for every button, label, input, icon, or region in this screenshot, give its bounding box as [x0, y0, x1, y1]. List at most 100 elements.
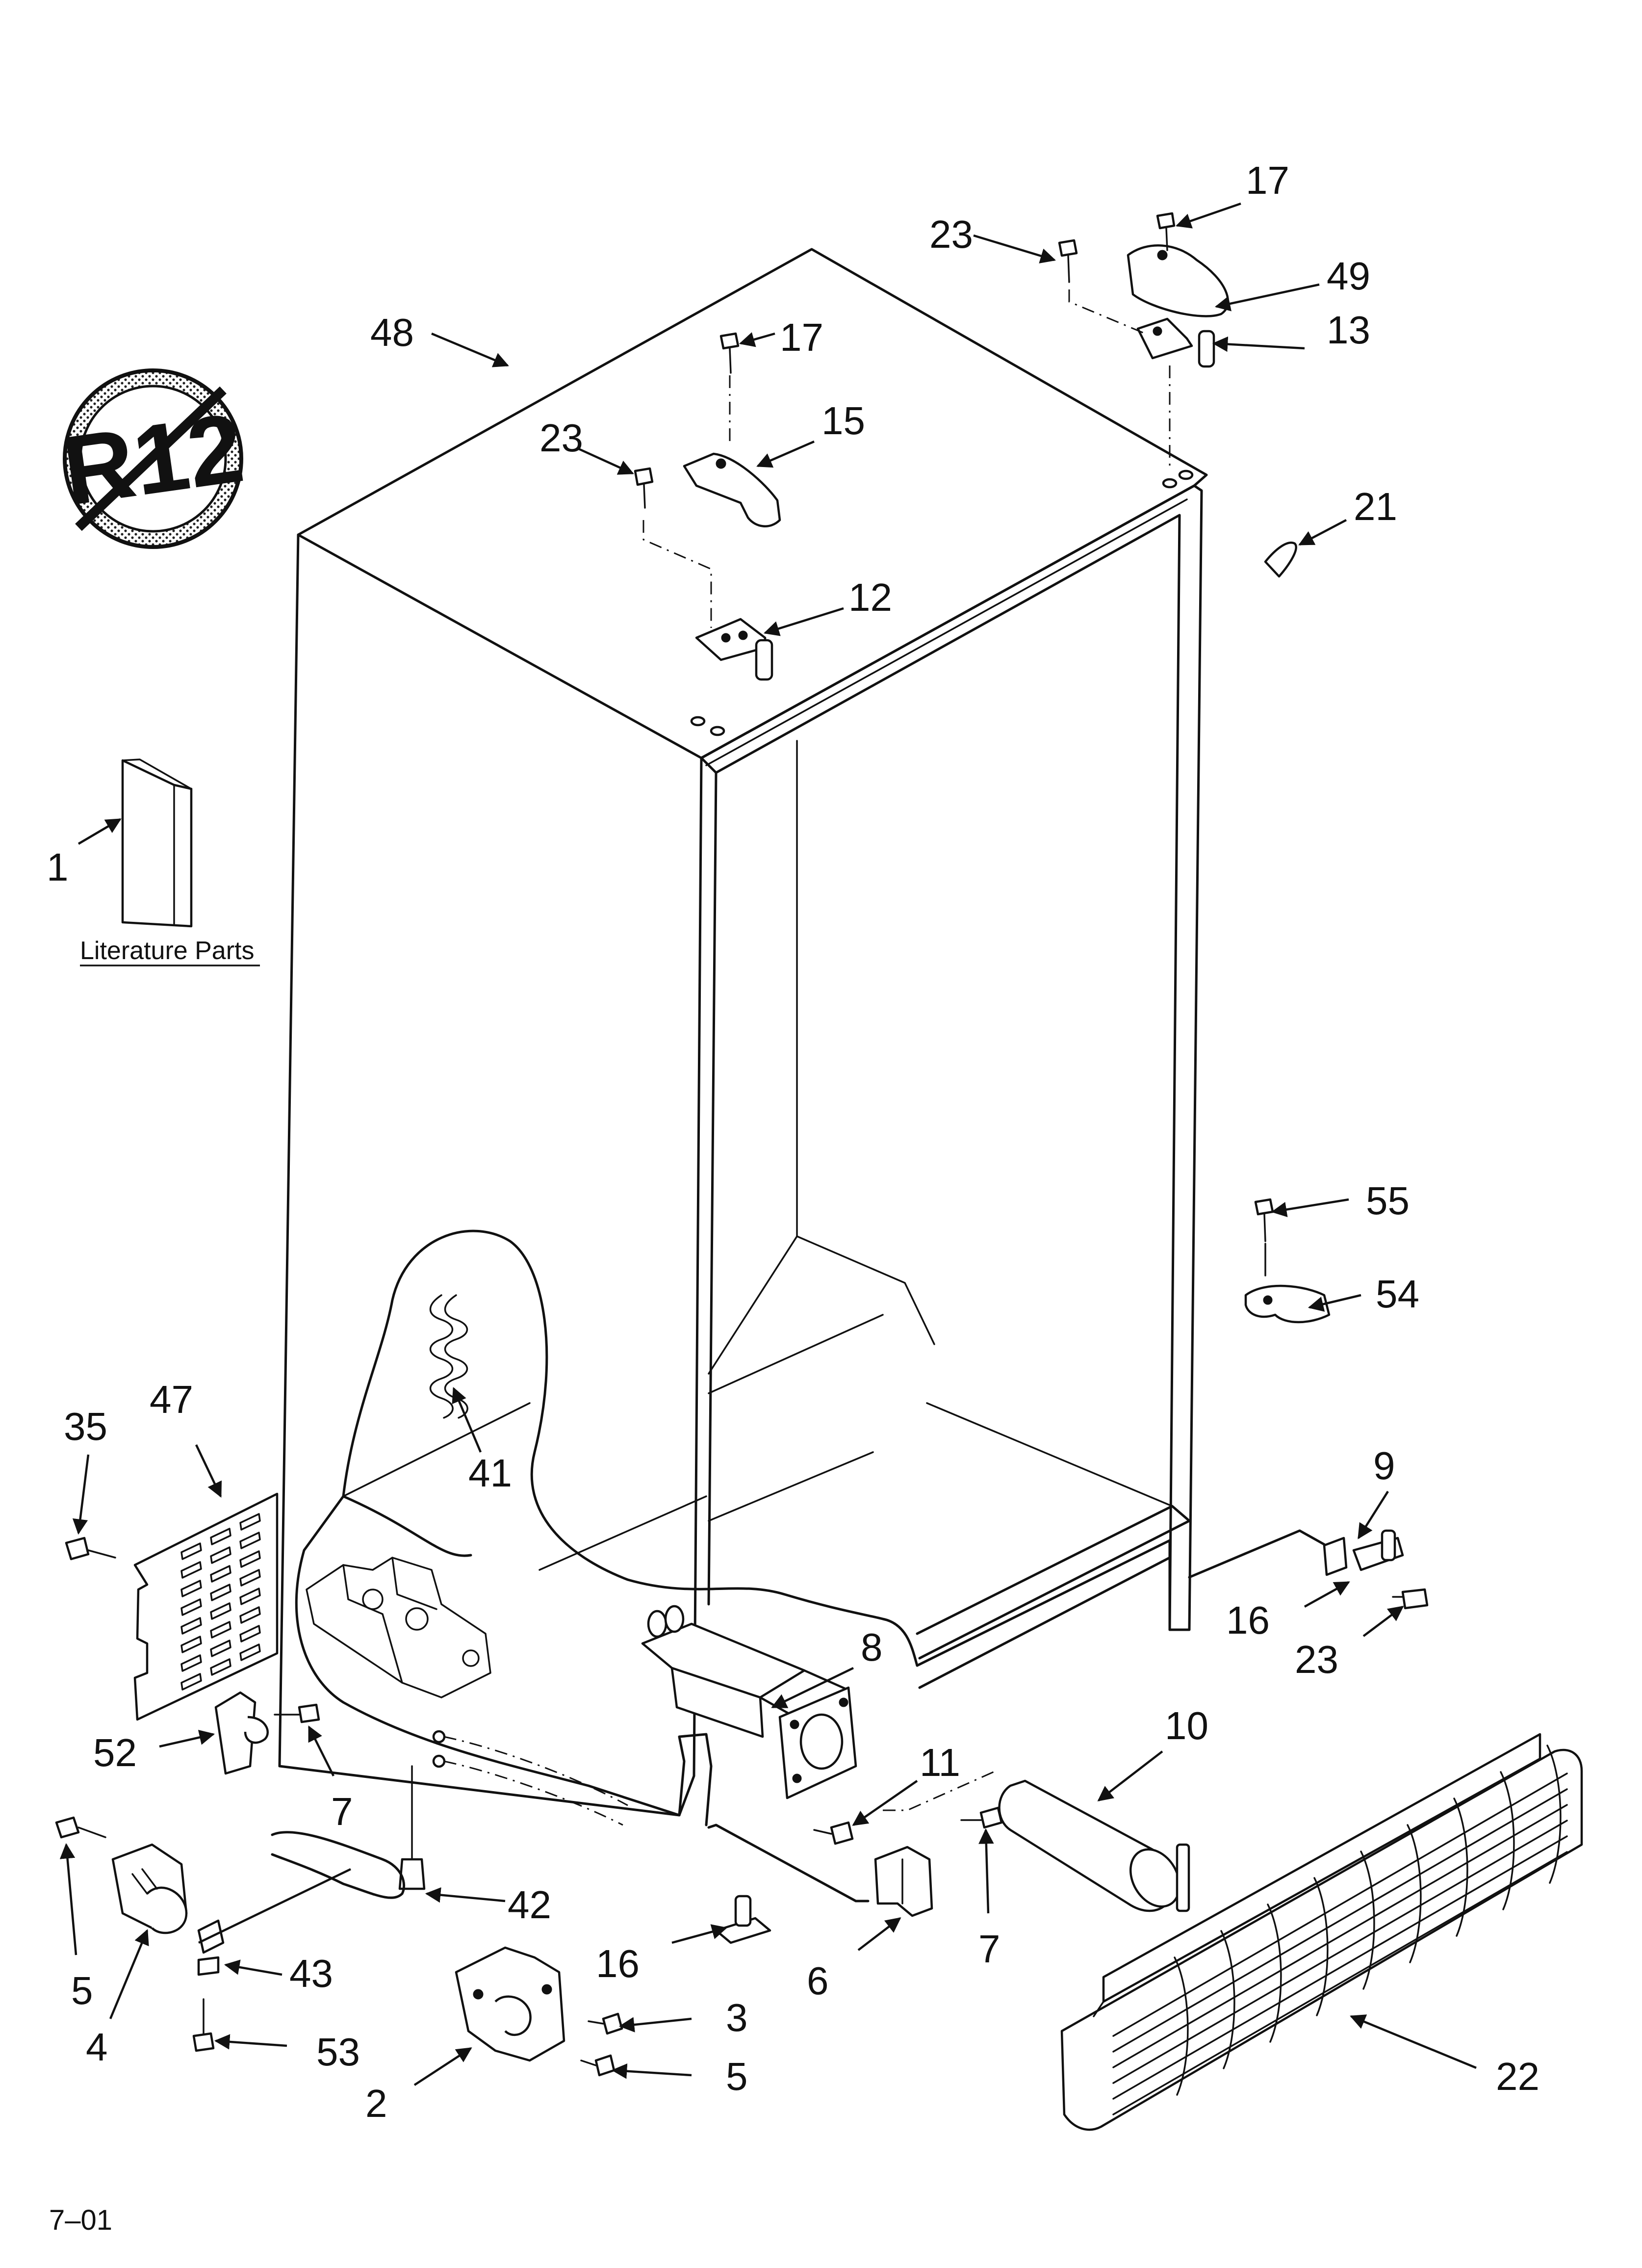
- literature-parts-booklet: Literature Parts: [80, 758, 260, 966]
- callout-52: 52: [93, 1731, 137, 1774]
- louver-slot: [180, 1617, 202, 1635]
- grille-rib: [1453, 1798, 1468, 1937]
- callout-11: 11: [920, 1741, 960, 1784]
- relay-assembly: [306, 1557, 491, 1698]
- grille-rib: [1174, 1956, 1189, 2096]
- bracket-16b: [715, 1895, 771, 1944]
- callout-17: 17: [1246, 158, 1289, 202]
- screw-7b: [960, 1806, 1003, 1829]
- louver-slot: [210, 1584, 231, 1601]
- grille-slot: [1112, 1851, 1568, 2115]
- louver-slot: [239, 1643, 261, 1661]
- callout-23: 23: [539, 416, 583, 460]
- louver-slot: [239, 1588, 261, 1605]
- callout-1: 1: [47, 845, 69, 889]
- filter-housing-8: [641, 1605, 857, 1799]
- clip-21: [1264, 542, 1297, 578]
- grille-rib: [1360, 1851, 1375, 1990]
- louver-slot: [210, 1640, 231, 1657]
- callout-12: 12: [848, 575, 892, 619]
- grille-slot: [1112, 1788, 1568, 2053]
- hinge-13: [1136, 317, 1215, 368]
- leader-lines: [59, 202, 1477, 2086]
- cabinet-cutaway: [295, 1229, 919, 1817]
- callout-13: 13: [1327, 308, 1370, 352]
- callout-16: 16: [1226, 1598, 1270, 1642]
- callout-21: 21: [1354, 485, 1397, 528]
- strap-52: [214, 1691, 269, 1775]
- footer-code: 7–01: [49, 2204, 112, 2236]
- louver-slot: [239, 1569, 261, 1587]
- callout-23: 23: [929, 212, 973, 256]
- callout-labels: 48 17 15 23 12 23 17 49 13 21 1 55 54 9 …: [47, 158, 1539, 2125]
- leveler-4: [111, 1843, 188, 1934]
- bracket-9: [1323, 1529, 1404, 1576]
- screw-7a: [274, 1703, 320, 1723]
- louver-slot: [210, 1528, 231, 1545]
- screw-23a: [634, 467, 654, 509]
- callout-7: 7: [978, 1927, 1001, 1971]
- hinge-cover-15: [683, 452, 781, 527]
- grille-slot: [1112, 1820, 1568, 2084]
- callout-2: 2: [365, 2082, 387, 2125]
- callout-35: 35: [64, 1405, 107, 1448]
- grille-slot: [1112, 1835, 1568, 2100]
- hinge-12: [695, 618, 773, 681]
- screw-5a: [55, 1816, 106, 1839]
- literature-caption: Literature Parts: [80, 937, 255, 965]
- louver-slot: [210, 1658, 231, 1676]
- callout-8: 8: [861, 1625, 883, 1669]
- callout-22: 22: [1496, 2055, 1539, 2098]
- screw-23b: [1058, 239, 1078, 283]
- louver-slot: [180, 1598, 202, 1616]
- callout-55: 55: [1366, 1179, 1410, 1223]
- tubing-dashed: [432, 1730, 628, 1826]
- louver-slot: [239, 1550, 261, 1568]
- screw-11: [813, 1821, 854, 1845]
- callout-49: 49: [1327, 254, 1370, 298]
- callout-15: 15: [821, 399, 865, 443]
- toe-grille-22: [1060, 1733, 1583, 2131]
- callout-42: 42: [508, 1883, 551, 1927]
- rear-panel-47: [133, 1492, 279, 1721]
- louver-slot: [210, 1546, 231, 1564]
- louver-slot: [180, 1636, 202, 1653]
- louver-slot: [239, 1625, 261, 1642]
- louver-slot: [239, 1532, 261, 1549]
- screw-3: [588, 2012, 623, 2035]
- louver-slot: [210, 1602, 231, 1620]
- no-r12-badge: R12: [56, 368, 250, 549]
- louver-slot: [180, 1580, 202, 1597]
- grille-slot: [1112, 1773, 1568, 2037]
- louver-slot: [239, 1606, 261, 1624]
- callout-7: 7: [331, 1790, 353, 1833]
- louver-slot: [180, 1654, 202, 1672]
- louver-slot: [180, 1561, 202, 1579]
- bracket-54: [1244, 1284, 1331, 1324]
- callout-3: 3: [726, 1996, 748, 2039]
- grille-rib: [1220, 1930, 1235, 2069]
- louver-slot: [180, 1542, 202, 1560]
- cabinet-shell: [278, 248, 1326, 1903]
- leveler-2: [455, 1946, 565, 2062]
- callout-43: 43: [289, 1952, 333, 1995]
- callout-10: 10: [1165, 1704, 1208, 1747]
- callout-6: 6: [807, 1959, 829, 2003]
- callout-53: 53: [316, 2030, 360, 2074]
- grille-rib: [1500, 1771, 1515, 1910]
- grille-rib: [1267, 1903, 1282, 2043]
- callout-5: 5: [71, 1969, 93, 2012]
- louver-slot: [239, 1513, 261, 1531]
- callout-41: 41: [468, 1451, 512, 1495]
- coil-41: [429, 1294, 468, 1419]
- water-valve-tube-42: [271, 1765, 426, 1899]
- louver-slot: [210, 1565, 231, 1583]
- screw-35: [65, 1537, 116, 1561]
- callout-23: 23: [1295, 1638, 1338, 1681]
- callout-4: 4: [86, 2025, 108, 2069]
- screw-53: [192, 1998, 215, 2052]
- screw-5b: [580, 2054, 616, 2077]
- hinge-cover-49: [1127, 244, 1230, 317]
- callout-5: 5: [726, 2055, 748, 2098]
